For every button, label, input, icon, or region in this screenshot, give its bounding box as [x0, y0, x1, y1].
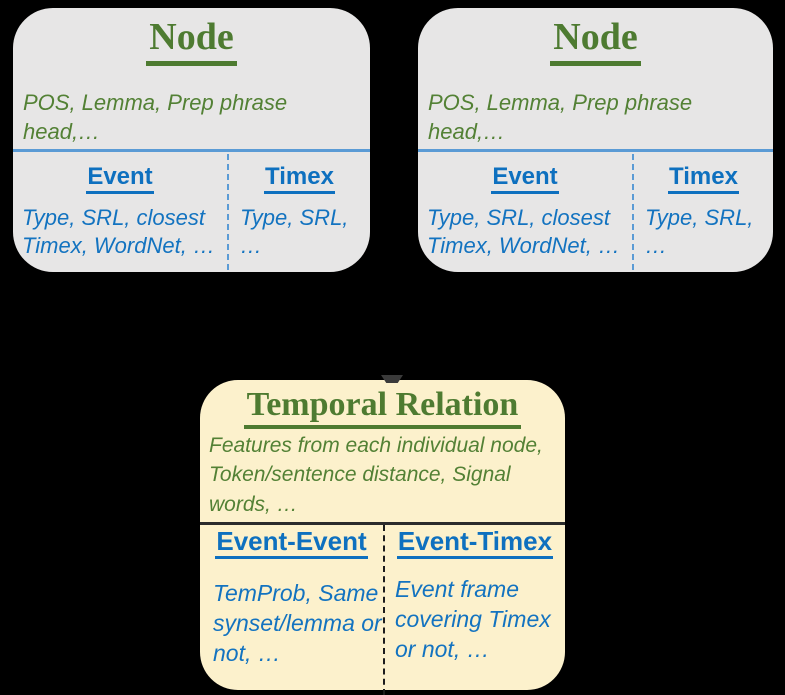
node-title: Node [550, 17, 641, 66]
timex-header: Timex [264, 163, 335, 194]
timex-column: Timex Type, SRL, … [229, 155, 370, 260]
event-timex-header: Event-Timex [396, 526, 554, 560]
relation-title: Temporal Relation [243, 387, 522, 429]
event-column: Event Type, SRL, closest Timex, WordNet,… [418, 155, 632, 260]
event-event-header: Event-Event [215, 526, 368, 560]
timex-header: Timex [668, 163, 739, 194]
node-title-wrap: Node [13, 8, 370, 66]
relation-attributes: Features from each individual node, Toke… [209, 434, 543, 516]
arrow-tip-icon [381, 375, 403, 383]
relation-column-divider [383, 525, 385, 695]
event-event-column: Event-Event TemProb, Same synset/lemma o… [200, 526, 383, 669]
timex-column: Timex Type, SRL, … [634, 155, 773, 260]
node-section-rule [13, 149, 370, 152]
node-attributes: POS, Lemma, Prep phrase head,… [428, 90, 693, 144]
relation-card: Temporal Relation Features from each ind… [200, 380, 565, 695]
timex-features: Type, SRL, … [645, 204, 754, 259]
node-column-divider [632, 154, 634, 270]
node-section-rule [418, 149, 773, 152]
relation-section-rule [200, 522, 565, 525]
event-timex-column: Event-Timex Event frame covering Timex o… [385, 526, 565, 665]
node-attributes: POS, Lemma, Prep phrase head,… [23, 90, 288, 144]
node-title: Node [146, 17, 237, 66]
node-column-divider [227, 154, 229, 270]
relation-title-wrap: Temporal Relation [200, 380, 565, 429]
event-column: Event Type, SRL, closest Timex, WordNet,… [13, 155, 227, 260]
timex-features: Type, SRL, … [240, 204, 349, 259]
node-title-wrap: Node [418, 8, 773, 66]
event-features: Type, SRL, closest Timex, WordNet, … [22, 204, 215, 259]
event-timex-features: Event frame covering Timex or not, … [395, 576, 551, 662]
node-card-right: Node POS, Lemma, Prep phrase head,… Even… [418, 8, 773, 272]
event-event-features: TemProb, Same synset/lemma or not, … [213, 580, 382, 666]
node-card-left: Node POS, Lemma, Prep phrase head,… Even… [13, 8, 370, 272]
event-header: Event [86, 163, 154, 194]
event-header: Event [491, 163, 559, 194]
event-features: Type, SRL, closest Timex, WordNet, … [427, 204, 620, 259]
